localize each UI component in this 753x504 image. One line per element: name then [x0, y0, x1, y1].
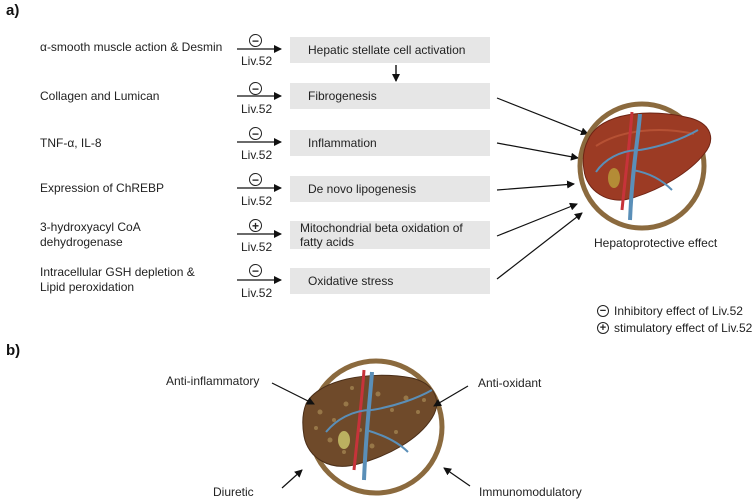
panel-a-label: a)	[6, 2, 20, 19]
panel-b-label: b)	[6, 342, 21, 359]
effect-anti-inflammatory: Anti-inflammatory	[166, 374, 260, 388]
oxidative-stress-to-liver-arrow	[496, 212, 583, 280]
lipogenesis-to-liver-arrow	[496, 180, 575, 191]
row-3-process-box: Inflammation	[290, 130, 490, 156]
row-6-left-line-2: Lipid peroxidation	[40, 280, 135, 294]
row-2-process-text: Fibrogenesis	[308, 89, 377, 103]
row-5-process-text: Mitochondrial beta oxidation of fatty ac…	[300, 221, 463, 249]
row-3-process-text: Inflammation	[308, 136, 377, 150]
beta-oxidation-to-liver-arrow	[496, 202, 578, 237]
immunomodulatory-arrow	[443, 467, 471, 487]
row-2-process-box: Fibrogenesis	[290, 83, 490, 109]
liver-illustration-healthy	[577, 101, 712, 231]
diuretic-arrow	[281, 469, 303, 489]
legend-text-stimulatory: stimulatory effect of Liv.52	[614, 321, 753, 335]
inhibit-sign-icon: −	[249, 264, 262, 277]
row-2-drug-label: Liv.52	[241, 102, 273, 116]
row-1-left-label: α-smooth muscle action & Desmin	[40, 40, 223, 54]
inflammation-to-liver-arrow	[496, 142, 579, 161]
row-3-left-label: TNF-α, IL-8	[40, 136, 102, 150]
row-4-drug-label: Liv.52	[241, 194, 273, 208]
row-4-process-text: De novo lipogenesis	[308, 182, 417, 196]
row-3-drug-label: Liv.52	[241, 148, 273, 162]
row-5-process-box: Mitochondrial beta oxidation of fatty ac…	[290, 221, 490, 249]
effect-immunomodulatory: Immunomodulatory	[479, 485, 582, 499]
anti-inflammatory-arrow	[271, 382, 315, 405]
row-6-process-text: Oxidative stress	[308, 274, 394, 288]
row-6-left-label: Intracellular GSH depletion & Lipid pero…	[40, 265, 195, 295]
fibrogenesis-to-liver-arrow	[496, 97, 589, 136]
inhibit-sign-icon: −	[249, 173, 262, 186]
row-5-left-line-2: dehydrogenase	[40, 235, 123, 249]
row-4-process-box: De novo lipogenesis	[290, 176, 490, 202]
anti-oxidant-arrow	[433, 385, 469, 407]
legend: − Inhibitory effect of Liv.52 + stimulat…	[597, 304, 752, 335]
effect-anti-oxidant: Anti-oxidant	[478, 376, 542, 390]
row-1-process-box: Hepatic stellate cell activation	[290, 37, 490, 63]
row-6-process-box: Oxidative stress	[290, 268, 490, 294]
inhibit-sign-icon: −	[249, 82, 262, 95]
legend-item-stimulatory: + stimulatory effect of Liv.52	[597, 321, 752, 335]
row-5-process-line-1: Mitochondrial beta oxidation of	[300, 221, 463, 235]
row-5-left-label: 3-hydroxyacyl CoA dehydrogenase	[40, 220, 141, 250]
row-1-drug-label: Liv.52	[241, 54, 273, 68]
row-6-left-line-1: Intracellular GSH depletion &	[40, 265, 195, 279]
row-5-process-line-2: fatty acids	[300, 235, 355, 249]
row-1-process-text: Hepatic stellate cell activation	[308, 43, 466, 57]
inhibit-sign-icon: −	[249, 34, 262, 47]
stimulate-sign-icon: +	[249, 219, 262, 232]
legend-text-inhibitory: Inhibitory effect of Liv.52	[614, 304, 743, 318]
inhibit-sign-icon: −	[597, 305, 609, 317]
liver-illustration-diseased	[302, 358, 445, 496]
stimulate-sign-icon: +	[597, 322, 609, 334]
effect-diuretic: Diuretic	[213, 485, 254, 499]
row-4-left-label: Expression of ChREBP	[40, 181, 165, 195]
row-5-drug-label: Liv.52	[241, 240, 273, 254]
inhibit-sign-icon: −	[249, 127, 262, 140]
row-5-left-line-1: 3-hydroxyacyl CoA	[40, 220, 141, 234]
hepatoprotective-caption: Hepatoprotective effect	[594, 236, 718, 250]
row-6-drug-label: Liv.52	[241, 286, 273, 300]
legend-item-inhibitory: − Inhibitory effect of Liv.52	[597, 304, 752, 318]
row-2-left-label: Collagen and Lumican	[40, 89, 160, 103]
